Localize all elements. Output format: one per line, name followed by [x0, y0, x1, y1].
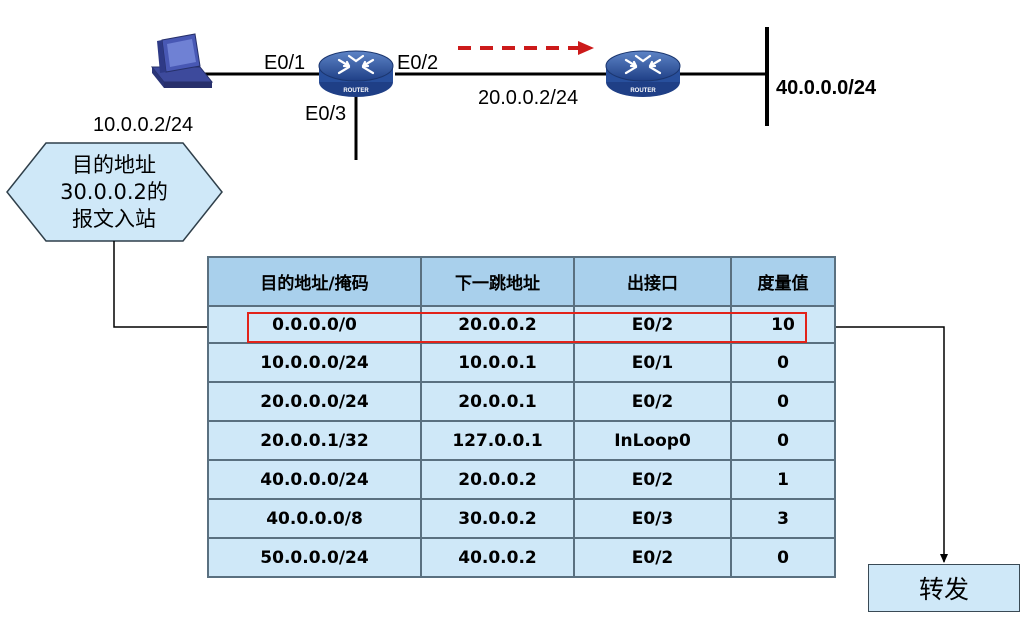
table-row: 40.0.0.0/24 20.0.0.2 E0/2 1	[207, 459, 836, 500]
cell-metric: 0	[730, 342, 836, 383]
router-2-label: ROUTER	[630, 88, 656, 94]
cell-next-hop: 40.0.0.2	[420, 537, 575, 578]
cell-destination: 20.0.0.0/24	[207, 381, 422, 422]
cell-out-interface: E0/2	[573, 459, 732, 500]
header-destination: 目的地址/掩码	[207, 256, 422, 307]
incoming-packet: 目的地址 30.0.0.2的 报文入站	[6, 142, 223, 242]
header-next-hop: 下一跳地址	[420, 256, 575, 307]
cell-next-hop: 127.0.0.1	[420, 420, 575, 461]
cell-metric: 0	[730, 420, 836, 461]
pc-icon	[150, 33, 214, 88]
table-row: 0.0.0.0/0 20.0.0.2 E0/2 10	[207, 305, 836, 344]
cell-metric: 3	[730, 498, 836, 539]
packet-line-2: 30.0.0.2的	[60, 180, 168, 204]
cell-next-hop: 10.0.0.1	[420, 342, 575, 383]
cell-metric: 0	[730, 537, 836, 578]
cell-out-interface: E0/2	[573, 537, 732, 578]
forward-action-box: 转发	[868, 564, 1020, 612]
pc-address-label: 10.0.0.2/24	[93, 114, 193, 136]
cell-destination: 20.0.0.1/32	[207, 420, 422, 461]
forward-direction-arrow	[458, 41, 594, 55]
cell-destination: 10.0.0.0/24	[207, 342, 422, 383]
forward-action-label: 转发	[918, 575, 969, 604]
router-1-label: ROUTER	[343, 88, 369, 94]
table-row: 10.0.0.0/24 10.0.0.1 E0/1 0	[207, 342, 836, 383]
router-2-icon: ROUTER	[605, 50, 681, 97]
cell-destination: 40.0.0.0/8	[207, 498, 422, 539]
header-out-interface: 出接口	[573, 256, 732, 307]
cell-next-hop: 20.0.0.2	[420, 305, 575, 344]
forward-connector	[810, 326, 948, 563]
cell-metric: 0	[730, 381, 836, 422]
table-row: 20.0.0.1/32 127.0.0.1 InLoop0 0	[207, 420, 836, 461]
cell-next-hop: 30.0.0.2	[420, 498, 575, 539]
cell-destination: 40.0.0.0/24	[207, 459, 422, 500]
cell-next-hop: 20.0.0.1	[420, 381, 575, 422]
routing-table: 目的地址/掩码 下一跳地址 出接口 度量值 0.0.0.0/0 20.0.0.2…	[207, 256, 836, 578]
cell-metric: 1	[730, 459, 836, 500]
cell-metric: 10	[730, 305, 836, 344]
router-1-icon: ROUTER	[318, 50, 394, 97]
network-address-label: 40.0.0.0/24	[776, 77, 877, 99]
cell-out-interface: E0/2	[573, 305, 732, 344]
packet-line-1: 目的地址	[72, 153, 156, 177]
interface-e02-label: E0/2	[397, 52, 438, 74]
cell-out-interface: InLoop0	[573, 420, 732, 461]
packet-line-3: 报文入站	[72, 207, 156, 231]
routing-table-header: 目的地址/掩码 下一跳地址 出接口 度量值	[207, 256, 836, 307]
cell-out-interface: E0/2	[573, 381, 732, 422]
interface-e03-label: E0/3	[305, 103, 346, 125]
cell-next-hop: 20.0.0.2	[420, 459, 575, 500]
header-metric: 度量值	[730, 256, 836, 307]
interface-e01-label: E0/1	[264, 52, 305, 74]
lookup-connector	[113, 241, 245, 331]
cell-out-interface: E0/3	[573, 498, 732, 539]
cell-out-interface: E0/1	[573, 342, 732, 383]
cell-destination: 0.0.0.0/0	[207, 305, 422, 344]
cell-destination: 50.0.0.0/24	[207, 537, 422, 578]
table-row: 40.0.0.0/8 30.0.0.2 E0/3 3	[207, 498, 836, 539]
link-address-label: 20.0.0.2/24	[478, 87, 578, 109]
table-row: 50.0.0.0/24 40.0.0.2 E0/2 0	[207, 537, 836, 578]
table-row: 20.0.0.0/24 20.0.0.1 E0/2 0	[207, 381, 836, 422]
